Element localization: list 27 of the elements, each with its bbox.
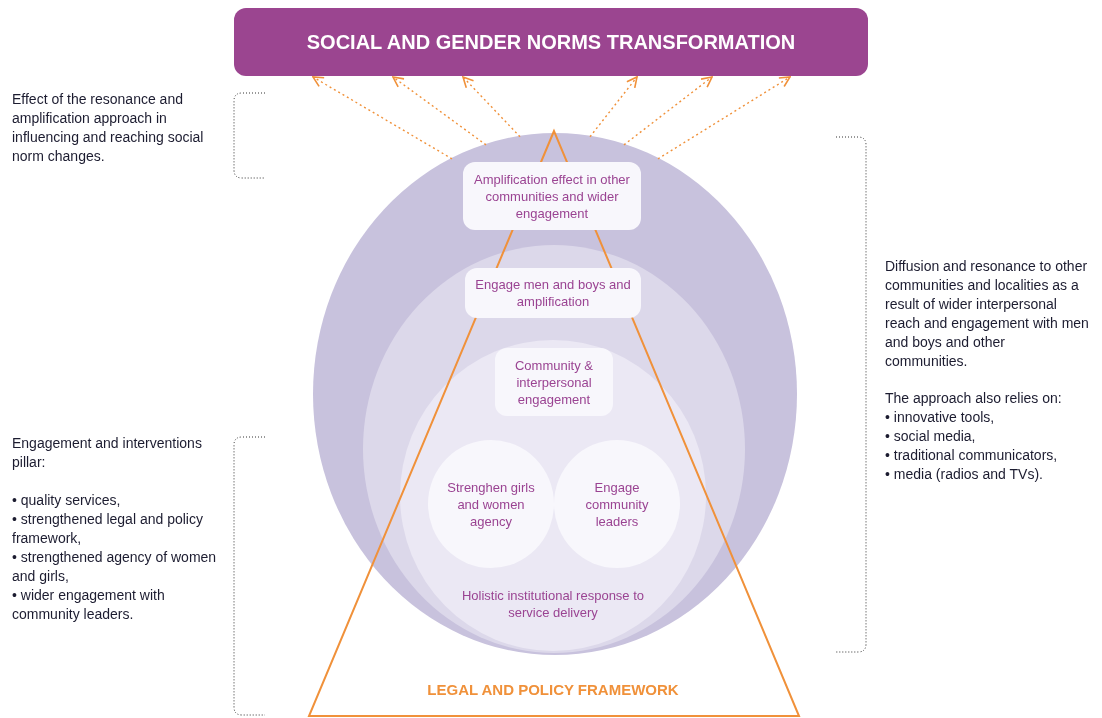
annotation-text: Effect of the resonance and amplification approach in influencing and reaching social norm changes.	[12, 90, 205, 166]
annotation-text: • strengthened legal and policy framework,	[12, 510, 204, 548]
dotted-arrow	[657, 76, 791, 160]
dotted-arrow	[312, 76, 453, 160]
dotted-arrow	[392, 76, 487, 146]
stage-label: Engage community leaders	[584, 478, 650, 531]
annotation-text: Engagement and interventions pillar:	[12, 434, 203, 472]
stage-label: Holistic institutional response to service delivery	[460, 587, 646, 622]
dotted-arrow	[623, 76, 713, 146]
annotation-text: • wider engagement with community leaders.	[12, 586, 166, 624]
stage-label: LEGAL AND POLICY FRAMEWORK	[426, 679, 680, 700]
banner-title: SOCIAL AND GENDER NORMS TRANSFORMATION	[305, 29, 797, 55]
dotted-arrow	[462, 76, 521, 138]
annotation-text: The approach also relies on:	[885, 389, 1063, 408]
stage-label-box: Community & interpersonal engagement	[495, 348, 613, 416]
title-banner	[234, 8, 868, 76]
dotted-arrow	[589, 76, 638, 138]
annotation-text: Diffusion and resonance to other communities and localities as a result of wider interpersonal reach and engagement with men and boys and other communities.	[885, 257, 1090, 371]
stage-label-box: Engage men and boys and amplification	[465, 268, 641, 318]
stage-label-box: Amplification effect in other communities and wider engagement	[463, 162, 641, 230]
stage-label: Strenghen girls and women agency	[446, 478, 536, 531]
annotation-text: • social media,	[885, 427, 977, 446]
annotation-text: • media (radios and TVs).	[885, 465, 1044, 484]
annotation-text: • innovative tools,	[885, 408, 996, 427]
annotation-text: • traditional communicators,	[885, 446, 1059, 465]
annotation-text: • strengthened agency of women and girls,	[12, 548, 217, 586]
annotation-text: • quality services,	[12, 491, 122, 510]
